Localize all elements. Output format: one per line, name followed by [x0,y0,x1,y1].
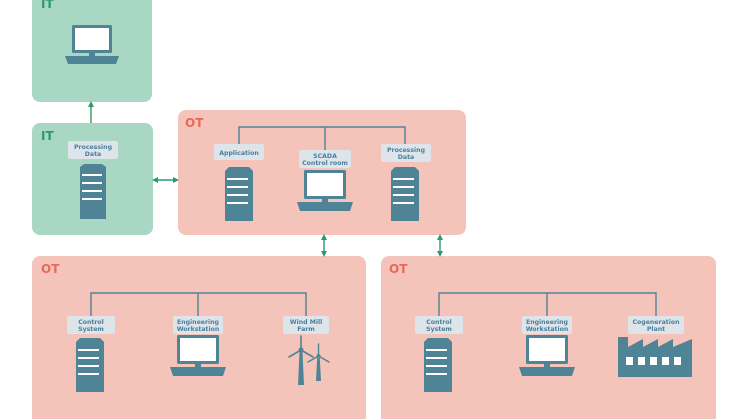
node-label-line: Data [85,151,101,158]
node-label-line: System [426,326,452,333]
wind-turbine-icon [288,335,330,385]
node-label-line: Application [219,150,258,157]
zone-title: OT [185,116,204,130]
zone-title: OT [389,262,408,276]
zone-title: IT [41,0,54,11]
node-right-control-system: Control System [415,316,463,392]
node-scada-control-room: SCADA Control room [297,150,353,211]
workstation-icon [519,335,575,376]
server-icon [391,167,419,221]
zone-title: OT [41,262,60,276]
node-ot-processing-data: Processing Data [381,144,431,221]
node-label-line: Farm [297,326,315,333]
node-label-line: Processing [74,144,112,151]
node-label-line: Cogeneration [633,319,680,326]
node-label-line: Control room [302,160,348,167]
node-label-line: System [78,326,104,333]
node-application: Application [214,144,264,221]
workstation-icon [65,25,119,64]
node-wind-mill-farm: Wind Mill Farm [283,316,330,385]
node-it-processing-data: Processing Data [68,141,118,219]
node-label-line: Processing [387,147,425,154]
node-label-line: Workstation [177,326,220,333]
node-label-line: Plant [647,326,665,333]
workstation-icon [297,170,353,211]
node-label-line: Engineering [526,319,568,326]
bus-ot-left [90,292,307,316]
bus-ot-right [438,292,657,316]
node-label-line: Engineering [177,319,219,326]
node-label-line: Control [78,319,104,326]
node-cogeneration-plant: Cogeneration Plant [618,316,692,377]
node-left-control-system: Control System [67,316,115,392]
node-label-line: Data [398,154,414,161]
node-label-line: SCADA [313,153,337,160]
workstation-icon [170,335,226,376]
factory-icon [618,337,692,377]
bus-ot-main [238,126,406,150]
node-label-line: Control [426,319,452,326]
node-right-engineering-workstation: Engineering Workstation [519,316,575,376]
server-icon [76,338,104,392]
node-left-engineering-workstation: Engineering Workstation [170,316,226,376]
server-icon [225,167,253,221]
node-label-line: Wind Mill [290,319,322,326]
node-label-line: Workstation [526,326,569,333]
server-icon [80,164,106,219]
server-icon [424,338,452,392]
zone-title: IT [41,129,54,143]
